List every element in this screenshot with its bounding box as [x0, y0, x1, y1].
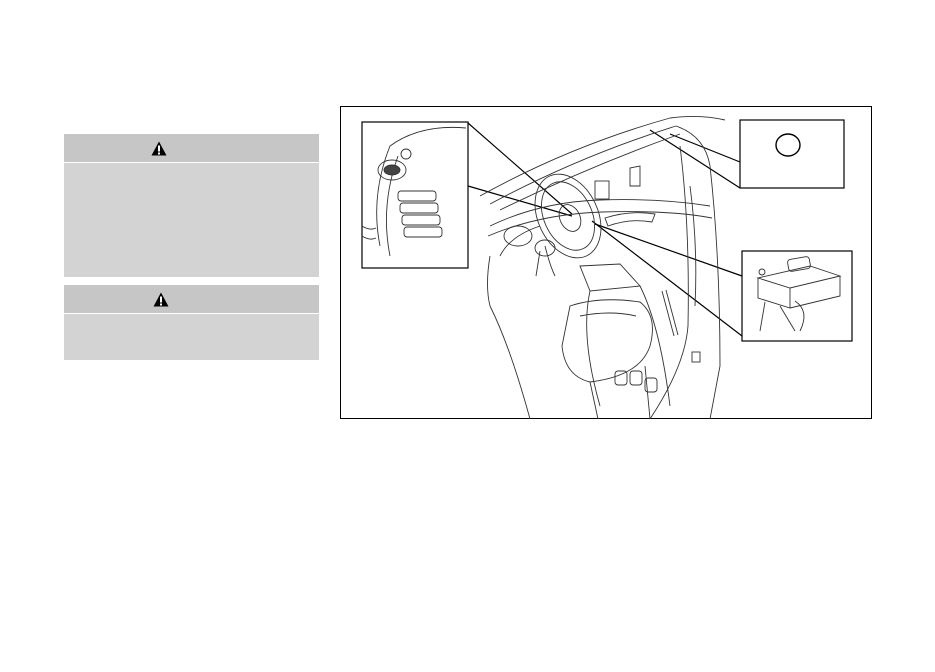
control-unit-inset — [741, 250, 853, 342]
vehicle-interior-illustration — [340, 106, 872, 419]
warning-body — [64, 163, 319, 277]
warning-box — [64, 285, 319, 360]
warning-triangle-icon — [151, 141, 167, 156]
warning-header — [64, 285, 319, 314]
interior-line-art — [479, 115, 726, 419]
microphone-icon — [775, 133, 801, 157]
warning-triangle-icon — [153, 292, 169, 307]
warning-box — [64, 134, 319, 277]
warning-header — [64, 134, 319, 163]
warning-body — [64, 314, 319, 360]
steering-wheel-switch-inset — [361, 121, 469, 269]
microphone-inset — [739, 119, 845, 189]
